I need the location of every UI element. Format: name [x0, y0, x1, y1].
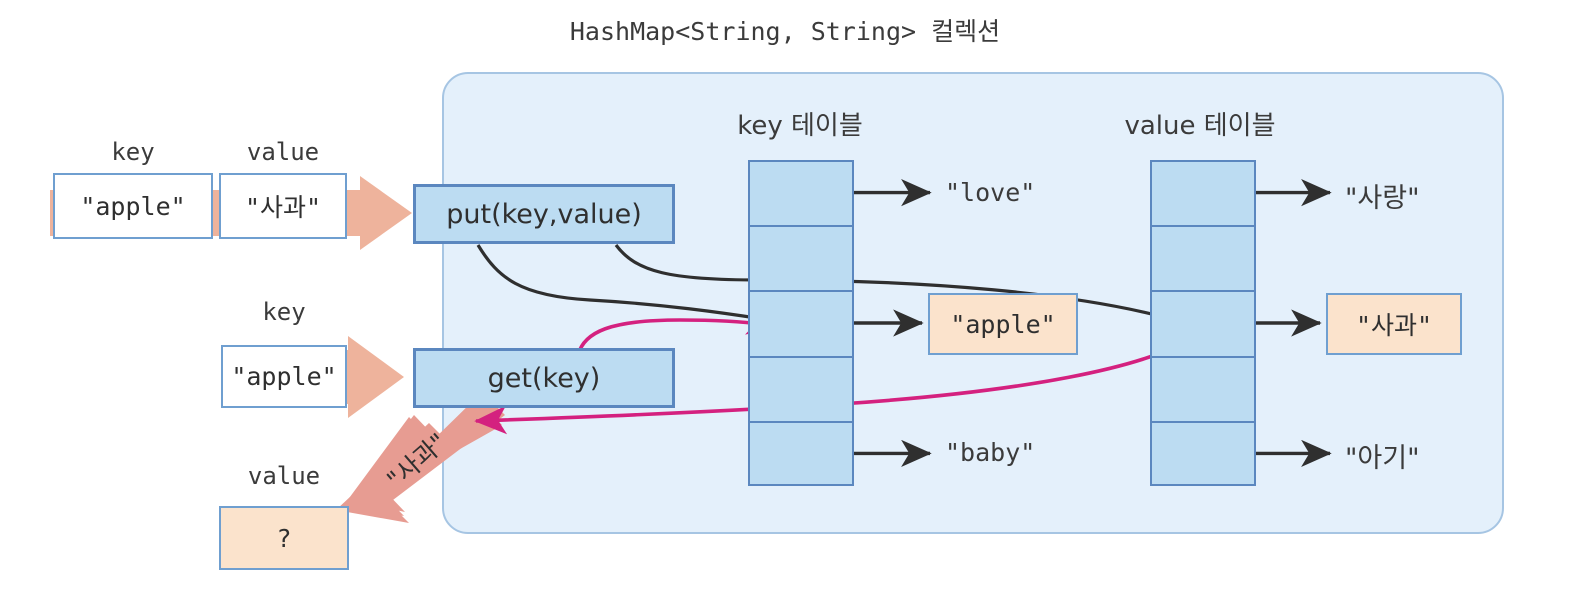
- get-key-value: "apple": [231, 362, 337, 391]
- get-method-box[interactable]: get(key): [413, 348, 675, 408]
- hash-bucket-row: [1152, 423, 1254, 488]
- value-entry-2-target-box: "사과": [1326, 293, 1462, 355]
- key-entry-2-target-box: "apple": [928, 293, 1078, 355]
- get-key-label: key: [262, 298, 306, 326]
- value-table: [1150, 160, 1256, 486]
- get-key-box: "apple": [221, 345, 347, 408]
- return-value-arrow: [336, 398, 505, 523]
- value-entry-4-target: "아기": [1345, 443, 1420, 474]
- put-key-value: "apple": [80, 191, 186, 221]
- hash-bucket-row: [750, 162, 852, 228]
- put-key-box: "apple": [53, 173, 213, 239]
- put-key-connector: [476, 244, 784, 331]
- hash-bucket-row: [750, 423, 852, 488]
- put-method-box[interactable]: put(key,value): [413, 184, 675, 244]
- hash-bucket-row: [1152, 358, 1254, 423]
- value-table-header: value 테이블: [1124, 111, 1276, 141]
- key-entry-4-target: "baby": [945, 438, 1036, 467]
- value-entry-0-target: "사랑": [1345, 183, 1420, 214]
- put-value-label: value: [246, 138, 320, 166]
- hash-bucket-row: [1152, 292, 1254, 358]
- put-value-box: "사과": [219, 173, 347, 239]
- page-title: HashMap<String, String> 컬렉션: [569, 17, 1001, 46]
- hash-bucket-row: [750, 292, 852, 358]
- key-entry-0-target: "love": [945, 178, 1036, 207]
- hash-bucket-row: [1152, 227, 1254, 293]
- get-result-box: ?: [219, 506, 349, 570]
- put-key-label: key: [111, 138, 155, 166]
- hash-bucket-row: [750, 358, 852, 423]
- key-table: [748, 160, 854, 486]
- key-table-header: key 테이블: [737, 111, 863, 141]
- hash-bucket-row: [1152, 162, 1254, 228]
- hash-bucket-row: [750, 227, 852, 293]
- put-value-value: "사과": [244, 193, 322, 222]
- get-result-label: value: [247, 462, 321, 490]
